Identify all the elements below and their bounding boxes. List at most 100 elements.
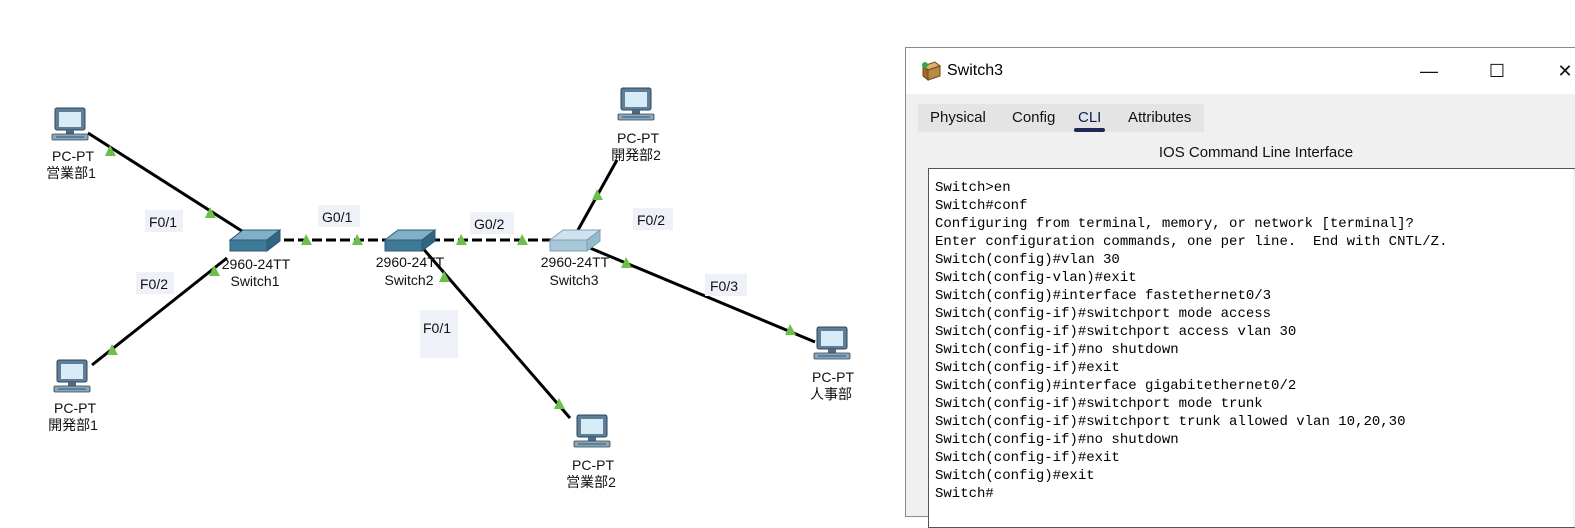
svg-text:2960-24TT: 2960-24TT bbox=[541, 254, 610, 270]
cli-line: Switch(config-if)#no shutdown bbox=[935, 432, 1179, 448]
switch3-device-window: Switch3 — ☐ ✕ Physical Config CLI Attrib… bbox=[905, 47, 1575, 528]
cli-line: Switch(config-if)#switchport mode trunk bbox=[935, 396, 1263, 412]
switch-icon bbox=[229, 229, 281, 252]
link-light bbox=[592, 189, 603, 200]
pc-jinji[interactable]: PC-PT 人事部 bbox=[810, 326, 854, 402]
pc-eigyo2[interactable]: PC-PT 営業部2 bbox=[566, 414, 616, 490]
svg-text:営業部2: 営業部2 bbox=[566, 474, 616, 490]
svg-text:G0/1: G0/1 bbox=[322, 209, 353, 225]
svg-text:Switch1: Switch1 bbox=[230, 273, 279, 289]
tab-attributes[interactable]: Attributes bbox=[1122, 104, 1197, 132]
link-light bbox=[439, 271, 450, 282]
cli-line: Switch>en bbox=[935, 180, 1011, 196]
link-light bbox=[209, 265, 220, 276]
link-light bbox=[554, 398, 565, 409]
link-light bbox=[301, 234, 312, 245]
window-title: Switch3 bbox=[947, 62, 1004, 79]
cli-line: Switch(config-if)#switchport access vlan… bbox=[935, 324, 1297, 340]
cli-line: Switch(config)#exit bbox=[935, 468, 1095, 484]
svg-text:2960-24TT: 2960-24TT bbox=[222, 256, 291, 272]
pc-icon bbox=[53, 359, 91, 393]
cli-line: Switch(config-if)#switchport trunk allow… bbox=[935, 414, 1406, 430]
tab-label: CLI bbox=[1078, 109, 1102, 126]
pc-kaihatsu2[interactable]: PC-PT 開発部2 bbox=[611, 87, 661, 163]
link-light bbox=[107, 344, 118, 355]
port-label-sw1-f02: F0/2 bbox=[136, 272, 174, 294]
svg-text:PC-PT: PC-PT bbox=[617, 130, 659, 146]
link-light bbox=[621, 257, 632, 268]
minimize-icon: — bbox=[1420, 61, 1438, 81]
maximize-button[interactable]: ☐ bbox=[1474, 56, 1520, 86]
close-button[interactable]: ✕ bbox=[1542, 56, 1575, 86]
cli-line: Configuring from terminal, memory, or ne… bbox=[935, 216, 1414, 232]
svg-text:Switch2: Switch2 bbox=[384, 272, 433, 288]
link-lights bbox=[105, 145, 796, 409]
minimize-button[interactable]: — bbox=[1406, 56, 1452, 86]
svg-text:開発部1: 開発部1 bbox=[48, 417, 98, 433]
svg-text:F0/1: F0/1 bbox=[423, 320, 451, 336]
svg-text:F0/3: F0/3 bbox=[710, 278, 738, 294]
tab-cli[interactable]: CLI bbox=[1072, 104, 1107, 132]
port-label-sw1-g01: G0/1 bbox=[318, 205, 360, 227]
svg-text:G0/2: G0/2 bbox=[474, 216, 505, 232]
svg-text:2960-24TT: 2960-24TT bbox=[376, 254, 445, 270]
svg-text:PC-PT: PC-PT bbox=[54, 400, 96, 416]
cli-scrollbar[interactable]: ▲ bbox=[1573, 169, 1575, 527]
pc-kaihatsu1[interactable]: PC-PT 開発部1 bbox=[48, 359, 98, 433]
active-tab-indicator bbox=[1074, 128, 1106, 132]
port-label-sw1-f01: F0/1 bbox=[145, 210, 183, 232]
link-light bbox=[105, 145, 116, 156]
svg-text:PC-PT: PC-PT bbox=[572, 457, 614, 473]
tab-strip bbox=[918, 104, 1204, 132]
svg-text:営業部1: 営業部1 bbox=[46, 165, 96, 181]
svg-text:F0/1: F0/1 bbox=[149, 214, 177, 230]
switch-icon bbox=[384, 229, 436, 252]
cli-line: Switch(config)#interface gigabitethernet… bbox=[935, 378, 1297, 394]
pc-icon bbox=[51, 107, 89, 141]
pc-eigyo1[interactable]: PC-PT 営業部1 bbox=[46, 107, 96, 181]
pc-icon bbox=[813, 326, 851, 360]
svg-text:F0/2: F0/2 bbox=[637, 212, 665, 228]
svg-text:PC-PT: PC-PT bbox=[812, 369, 854, 385]
cli-line: Switch#conf bbox=[935, 198, 1028, 214]
switch3[interactable]: 2960-24TT Switch3 bbox=[541, 229, 610, 288]
port-label-sw2-g02: G0/2 bbox=[470, 212, 514, 234]
port-label-sw3-f02: F0/2 bbox=[633, 208, 673, 230]
tab-label: Physical bbox=[930, 109, 986, 126]
cli-line: Switch# bbox=[935, 486, 994, 502]
cli-line: Switch(config-vlan)#exit bbox=[935, 270, 1137, 286]
port-label-sw3-f03: F0/3 bbox=[705, 274, 747, 296]
network-topology-canvas[interactable]: F0/1 F0/2 G0/1 G0/2 F0/1 F0/2 F0/3 PC-PT… bbox=[0, 0, 900, 505]
svg-text:Switch3: Switch3 bbox=[549, 272, 598, 288]
tab-physical[interactable]: Physical bbox=[924, 104, 992, 132]
cli-heading: IOS Command Line Interface bbox=[1158, 144, 1354, 161]
link-light bbox=[785, 324, 796, 335]
cli-line: Switch(config)#vlan 30 bbox=[935, 252, 1120, 268]
link-light bbox=[456, 234, 467, 245]
cli-line: Enter configuration commands, one per li… bbox=[935, 234, 1448, 250]
tab-label: Attributes bbox=[1128, 109, 1192, 126]
close-icon: ✕ bbox=[1557, 61, 1573, 81]
cli-line: Switch(config-if)#switchport mode access bbox=[935, 306, 1272, 322]
svg-text:開発部2: 開発部2 bbox=[611, 147, 661, 163]
maximize-icon: ☐ bbox=[1488, 61, 1506, 81]
link-light bbox=[517, 234, 528, 245]
svg-text:PC-PT: PC-PT bbox=[52, 148, 94, 164]
link-pc-eigyo1-switch1[interactable] bbox=[87, 131, 246, 235]
port-label-sw2-f01: F0/1 bbox=[420, 310, 458, 358]
packet-tracer-switch-icon bbox=[921, 61, 942, 82]
switch2[interactable]: 2960-24TT Switch2 bbox=[376, 229, 445, 288]
link-pc-kaihatsu1-switch1[interactable] bbox=[91, 256, 228, 367]
svg-text:F0/2: F0/2 bbox=[140, 276, 168, 292]
pc-icon bbox=[573, 414, 611, 448]
tab-config[interactable]: Config bbox=[1006, 104, 1061, 132]
cli-line: Switch(config-if)#no shutdown bbox=[935, 342, 1179, 358]
cli-line: Switch(config-if)#exit bbox=[935, 360, 1120, 376]
cli-line: Switch(config-if)#exit bbox=[935, 450, 1120, 466]
switch1[interactable]: 2960-24TT Switch1 bbox=[222, 229, 291, 289]
window-titlebar[interactable]: Switch3 — ☐ ✕ bbox=[906, 48, 1575, 94]
cli-line: Switch(config)#interface fastethernet0/3 bbox=[935, 288, 1272, 304]
tab-label: Config bbox=[1012, 109, 1056, 126]
